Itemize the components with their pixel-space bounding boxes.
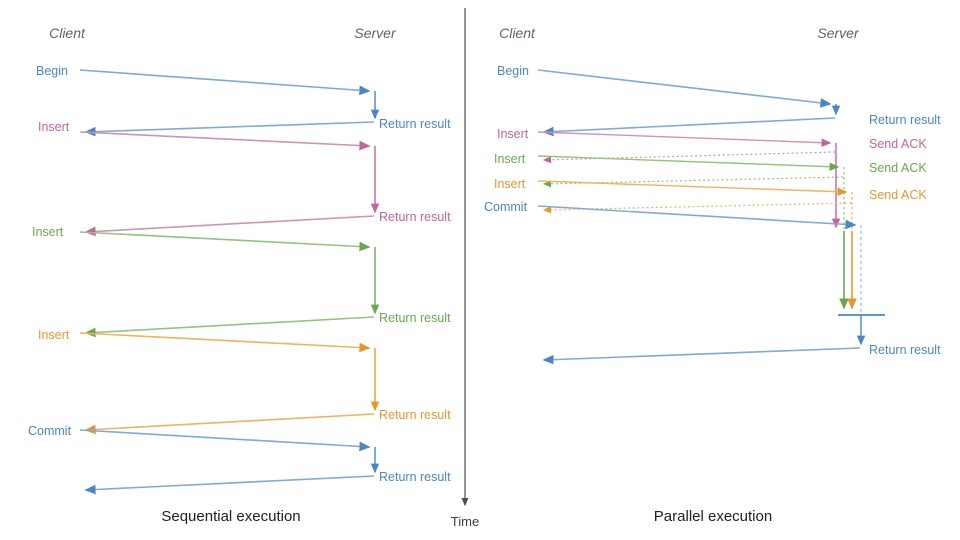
exchange-commit-sequential [79, 429, 380, 495]
panel-sequential: Client Server [28, 25, 451, 525]
reply-arrow [84, 215, 375, 237]
client-label-insert-2: Insert [494, 152, 526, 166]
lane-title-client-parallel: Client [499, 25, 536, 41]
server-label-send-ack-1: Send ACK [869, 137, 927, 151]
client-label-begin: Begin [497, 64, 529, 78]
client-label-begin: Begin [36, 64, 68, 78]
exchange-insert-1-parallel [537, 131, 841, 229]
exchange-insert-3-sequential [79, 332, 380, 435]
reply-arrow [84, 475, 375, 495]
request-arrow [79, 131, 371, 151]
server-label-return-5: Return result [379, 470, 451, 484]
request-arrow [79, 429, 371, 452]
client-label-commit: Commit [28, 424, 72, 438]
request-arrow [79, 231, 371, 252]
client-label-insert-3: Insert [38, 328, 70, 342]
exchange-insert-2-sequential [79, 231, 380, 338]
ack-arrow-dotted [542, 202, 852, 214]
server-label-return-4: Return result [379, 408, 451, 422]
exchange-begin-sequential [79, 69, 380, 137]
client-label-insert-3: Insert [494, 177, 526, 191]
request-arrow [537, 131, 832, 147]
exchange-insert-2-parallel [537, 155, 849, 310]
reply-arrow [84, 121, 375, 137]
panel-parallel: Client Server [484, 25, 941, 525]
reply-arrow [542, 347, 861, 365]
server-label-return-result-1: Return result [869, 113, 941, 127]
exchange-insert-1-sequential [79, 131, 380, 237]
server-label-return-2: Return result [379, 210, 451, 224]
request-arrow [537, 155, 840, 171]
client-label-insert-1: Insert [497, 127, 529, 141]
client-label-insert-2: Insert [32, 225, 64, 239]
server-label-return-result-2: Return result [869, 343, 941, 357]
request-arrow [537, 205, 857, 230]
lane-title-client-sequential: Client [49, 25, 86, 41]
request-arrow [537, 180, 848, 196]
reply-arrow [84, 413, 375, 435]
caption-sequential: Sequential execution [161, 508, 300, 525]
lane-title-server-parallel: Server [817, 25, 860, 41]
server-label-send-ack-3: Send ACK [869, 188, 927, 202]
request-arrow [79, 332, 371, 353]
client-label-commit: Commit [484, 200, 528, 214]
request-arrow [79, 69, 371, 96]
time-axis-label: Time [451, 514, 479, 529]
lane-title-server-sequential: Server [354, 25, 397, 41]
exchange-begin-parallel [537, 69, 841, 137]
server-label-return-1: Return result [379, 117, 451, 131]
reply-arrow [84, 316, 375, 338]
ack-arrow-dotted [542, 151, 836, 164]
reply-arrow [542, 117, 836, 137]
caption-parallel: Parallel execution [654, 508, 772, 525]
server-label-send-ack-2: Send ACK [869, 161, 927, 175]
client-label-insert-1: Insert [38, 120, 70, 134]
request-arrow [537, 69, 832, 108]
exchange-insert-3-parallel [537, 180, 857, 310]
exchange-commit-parallel [537, 205, 885, 365]
server-label-return-3: Return result [379, 311, 451, 325]
time-axis: Time [451, 8, 479, 529]
